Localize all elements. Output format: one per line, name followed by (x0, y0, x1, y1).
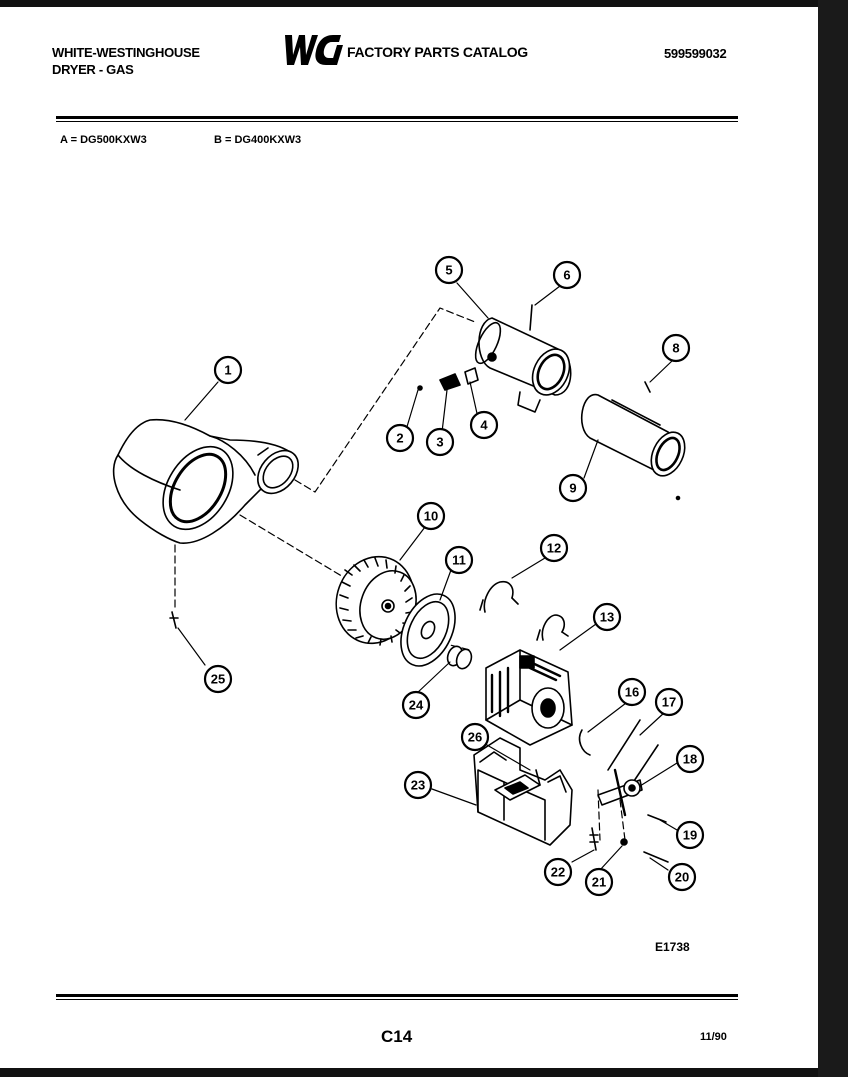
part-blower-housing (112, 418, 299, 544)
callout-leaders (177, 282, 678, 871)
callout-8: 8 (661, 333, 691, 363)
callout-19: 19 (675, 820, 705, 850)
part-motor (485, 649, 573, 746)
callout-16: 16 (617, 677, 647, 707)
catalog-title: FACTORY PARTS CATALOG (347, 44, 528, 60)
callout-26: 26 (460, 722, 490, 752)
callout-number: 1 (224, 363, 231, 378)
callout-25: 25 (203, 664, 233, 694)
print-date: 11/90 (700, 1031, 727, 1043)
scan-border-top (0, 0, 848, 7)
callout-number: 24 (409, 698, 424, 713)
callout-number: 5 (445, 263, 452, 278)
callout-number: 23 (411, 778, 425, 793)
scan-border-bottom (0, 1068, 848, 1077)
callout-number: 6 (563, 268, 570, 283)
callout-number: 9 (569, 481, 576, 496)
callout-20: 20 (667, 862, 697, 892)
callout-number: 26 (468, 730, 482, 745)
footer-rule-thin (56, 999, 738, 1000)
part-motor-mount (473, 737, 573, 846)
callout-23: 23 (403, 770, 433, 800)
scan-border-right (818, 0, 848, 1077)
callout-10: 10 (416, 501, 446, 531)
product-type: DRYER - GAS (52, 62, 134, 77)
wci-logo (285, 35, 343, 65)
brand-name: WHITE-WESTINGHOUSE (52, 45, 200, 60)
callout-12: 12 (539, 533, 569, 563)
part-spring-clip (578, 729, 591, 756)
part-blower-wheel (335, 555, 417, 646)
part-screw-6 (529, 304, 533, 331)
part-burner-cylinder (581, 394, 686, 477)
part-nut-21 (620, 838, 628, 846)
figure-code: E1738 (655, 940, 690, 954)
catalog-number: 599599032 (664, 46, 727, 61)
callout-number: 17 (662, 695, 676, 710)
callout-3: 3 (425, 427, 455, 457)
part-bolt-20 (643, 851, 669, 863)
model-b-label: B = DG400KXW3 (214, 134, 302, 146)
part-coupling (446, 645, 473, 670)
callout-17: 17 (654, 687, 684, 717)
part-screw-8 (644, 381, 651, 393)
callout-number: 11 (452, 553, 466, 568)
callout-2: 2 (385, 423, 415, 453)
callout-5: 5 (434, 255, 464, 285)
callout-9: 9 (558, 473, 588, 503)
callout-number: 2 (396, 431, 403, 446)
callout-number: 12 (547, 541, 561, 556)
callout-22: 22 (543, 857, 573, 887)
callout-13: 13 (592, 602, 622, 632)
page-number: C14 (381, 1027, 413, 1046)
callout-6: 6 (552, 260, 582, 290)
callout-number: 22 (551, 865, 565, 880)
header-rule (56, 116, 738, 119)
part-clip-13 (541, 614, 566, 641)
callout-number: 3 (436, 435, 443, 450)
part-screw-26 (535, 769, 541, 786)
part-bolt-19 (647, 814, 667, 823)
callout-11: 11 (444, 545, 474, 575)
part-heater-housing (474, 317, 572, 413)
part-idler-assembly (597, 719, 659, 817)
callout-number: 13 (600, 610, 614, 625)
callout-number: 4 (480, 418, 488, 433)
part-clip-12 (483, 580, 514, 613)
part-screw-25 (169, 611, 179, 629)
part-fittings-2-3-4 (417, 367, 479, 391)
callout-number: 21 (592, 875, 606, 890)
footer-rule (56, 994, 738, 997)
callout-number: 20 (675, 870, 689, 885)
callout-number: 8 (672, 341, 679, 356)
callout-21: 21 (584, 867, 614, 897)
callout-number: 16 (625, 685, 639, 700)
callout-1: 1 (213, 355, 243, 385)
model-a-label: A = DG500KXW3 (60, 134, 147, 146)
callout-number: 25 (211, 672, 225, 687)
header-rule-thin (56, 121, 738, 122)
callout-24: 24 (401, 690, 431, 720)
callout-4: 4 (469, 410, 499, 440)
callout-number: 19 (683, 828, 697, 843)
part-screw-22 (589, 827, 599, 851)
callout-number: 10 (424, 509, 438, 524)
callout-18: 18 (675, 744, 705, 774)
part-seal-plate (400, 593, 456, 667)
callout-number: 18 (683, 752, 697, 767)
